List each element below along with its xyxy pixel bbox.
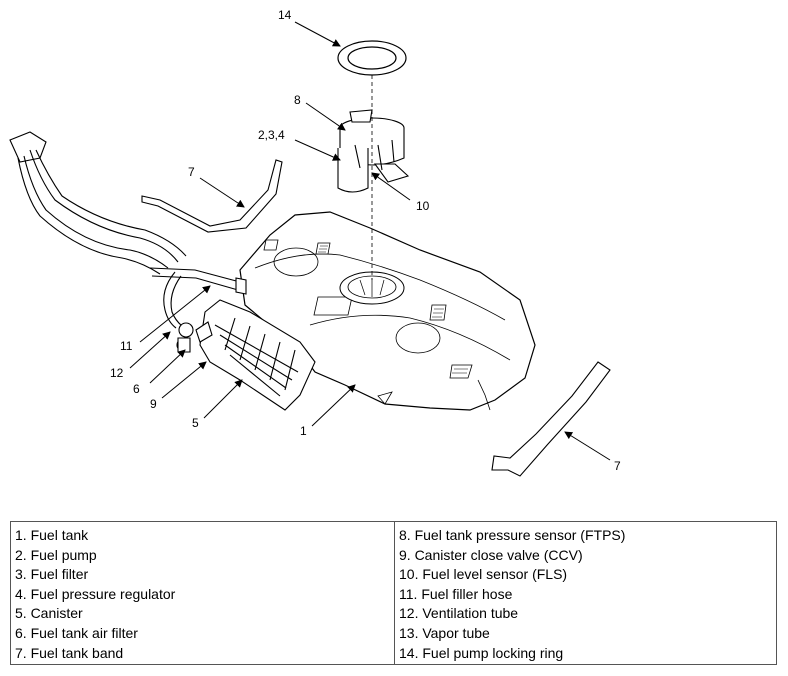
callout-7-lower: 7: [614, 459, 621, 473]
legend-item: 3. Fuel filter: [15, 566, 89, 583]
legend-item: 6. Fuel tank air filter: [15, 624, 138, 641]
callout-8: 8: [294, 93, 301, 107]
legend-column-right: 8. Fuel tank pressure sensor (FTPS) 9. C…: [395, 522, 776, 664]
callout-1: 1: [300, 424, 307, 438]
fuel-filler-pipes: [9, 131, 247, 329]
legend-item: 10. Fuel level sensor (FLS): [399, 566, 568, 583]
fuel-pump-assembly: [337, 109, 410, 193]
legend-item: 12. Ventilation tube: [399, 605, 519, 622]
fuel-system-diagram: 14 8 2,3,4 10 7 7 11 12 6 9 5 1: [9, 8, 621, 477]
legend-item: 7. Fuel tank band: [15, 644, 124, 661]
callout-6: 6: [133, 382, 140, 396]
legend-item: 2. Fuel pump: [15, 546, 97, 563]
callout-10: 10: [416, 199, 430, 213]
callout-leaders: [129, 21, 611, 461]
callout-7-upper: 7: [188, 165, 195, 179]
legend-item: 9. Canister close valve (CCV): [399, 546, 583, 563]
legend-item: 14. Fuel pump locking ring: [399, 644, 564, 661]
fuel-tank-band: [141, 159, 283, 233]
fuel-pump-locking-ring: [337, 40, 407, 76]
canister: [176, 299, 316, 411]
callout-14: 14: [278, 8, 292, 22]
legend-item: 11. Fuel filler hose: [399, 585, 513, 602]
callout-5: 5: [192, 416, 199, 430]
legend-item: 1. Fuel tank: [15, 527, 89, 543]
callout-12: 12: [110, 366, 124, 380]
fuel-tank-band-lower: [491, 361, 611, 477]
callout-9: 9: [150, 397, 157, 411]
legend-item: 5. Canister: [15, 605, 83, 622]
legend-column-left: 1. Fuel tank 2. Fuel pump 3. Fuel filter…: [11, 522, 395, 664]
callout-11: 11: [120, 339, 133, 353]
legend-item: 4. Fuel pressure regulator: [15, 585, 176, 602]
callout-2-3-4: 2,3,4: [258, 128, 285, 142]
legend-item: 13. Vapor tube: [399, 624, 490, 641]
legend-item: 8. Fuel tank pressure sensor (FTPS): [399, 527, 626, 543]
parts-legend-table: 1. Fuel tank 2. Fuel pump 3. Fuel filter…: [10, 521, 777, 665]
